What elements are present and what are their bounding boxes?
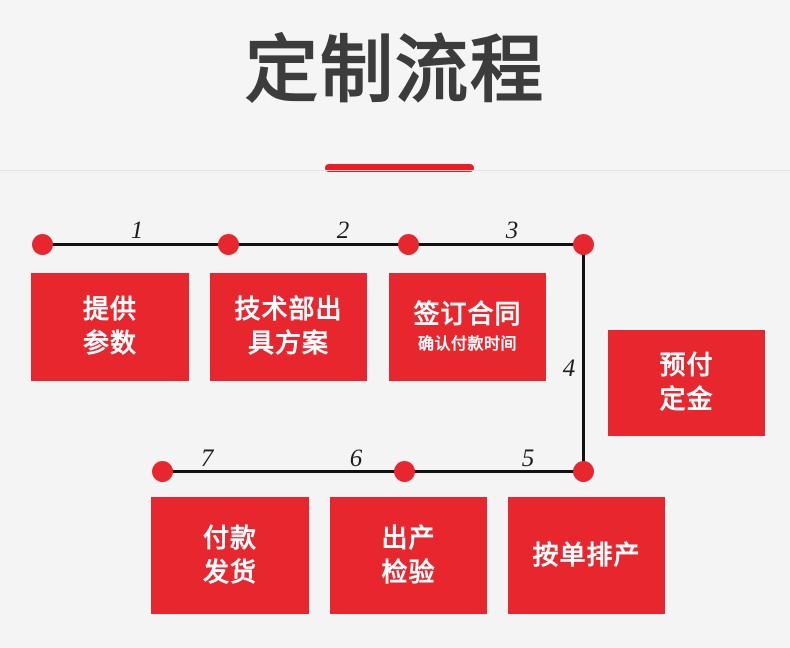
- node-step-3[interactable]: [397, 233, 419, 255]
- connector-6-7: [162, 470, 404, 473]
- title-accent-underline: [325, 164, 474, 172]
- node-step-1[interactable]: [31, 233, 53, 255]
- step-number-5: 5: [521, 445, 535, 472]
- node-step-6[interactable]: [393, 460, 415, 482]
- node-step-5[interactable]: [572, 460, 594, 482]
- step-box-prepay-deposit[interactable]: 预付 定金: [608, 330, 765, 436]
- node-step-4[interactable]: [572, 233, 594, 255]
- node-step-7[interactable]: [151, 460, 173, 482]
- step-box-5-line1: 按单排产: [532, 539, 641, 570]
- step-box-4-line2: 定金: [659, 384, 714, 414]
- step-box-production-inspection[interactable]: 出产 检验: [330, 497, 487, 614]
- step-box-2-line1: 技术部出: [234, 294, 343, 325]
- step-box-1-line2: 参数: [82, 328, 137, 358]
- connector-2-3: [228, 242, 408, 246]
- step-number-2: 2: [336, 217, 350, 244]
- step-box-payment-shipment[interactable]: 付款 发货: [151, 497, 309, 614]
- connector-1-2: [42, 242, 228, 246]
- connector-5-6: [404, 470, 583, 473]
- step-box-provide-parameters[interactable]: 提供 参数: [31, 273, 189, 381]
- header-band: [0, 0, 790, 170]
- connector-3-4: [408, 242, 583, 246]
- step-box-3-line1: 签订合同: [413, 299, 522, 330]
- step-box-tech-department-proposal[interactable]: 技术部出 具方案: [210, 273, 367, 381]
- step-box-schedule-production[interactable]: 按单排产: [508, 497, 665, 614]
- step-box-2-line2: 具方案: [247, 328, 329, 358]
- step-number-6: 6: [349, 445, 363, 472]
- step-box-6-line2: 检验: [381, 556, 436, 587]
- step-box-4-line1: 预付: [659, 350, 714, 381]
- step-box-7-line1: 付款: [202, 522, 257, 553]
- step-box-7-line2: 发货: [202, 556, 257, 587]
- header-divider: [0, 170, 790, 171]
- step-number-3: 3: [505, 217, 519, 244]
- page-title: 定制流程: [245, 30, 545, 111]
- step-number-1: 1: [130, 217, 144, 244]
- step-box-6-line1: 出产: [381, 522, 436, 553]
- flow-canvas: 1 2 3 4 5 6 7 提供 参数 技术部出 具方案 签订合同 确认付款时间…: [0, 170, 790, 648]
- step-box-1-line1: 提供: [82, 294, 137, 325]
- step-box-sign-contract[interactable]: 签订合同 确认付款时间: [389, 273, 546, 381]
- step-box-3-subtitle: 确认付款时间: [417, 336, 517, 354]
- step-number-4: 4: [562, 355, 576, 382]
- step-number-7: 7: [200, 445, 214, 472]
- node-step-2[interactable]: [217, 233, 239, 255]
- connector-4-5-vertical: [581, 242, 585, 472]
